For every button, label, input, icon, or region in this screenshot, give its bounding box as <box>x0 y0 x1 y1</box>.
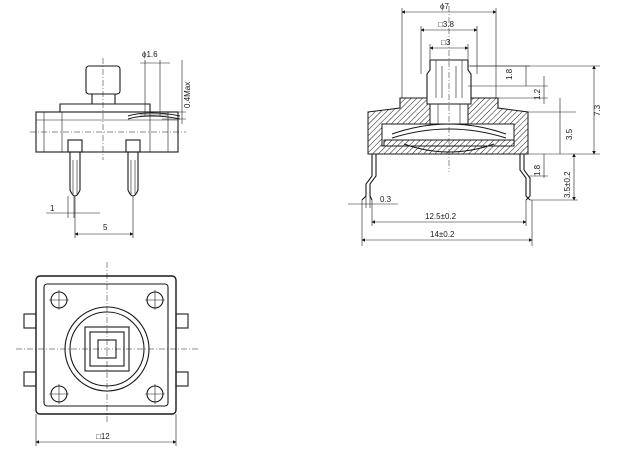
dim-pin-dia-label: ϕ1.6 <box>142 50 158 59</box>
dim-body-height-label: 3.5 <box>565 128 574 140</box>
dim-inner-width: 12.5±0.2 <box>371 200 527 226</box>
top-body <box>23 275 189 415</box>
dim-total-height: 7.3 <box>470 65 602 155</box>
dim-pin-dia: ϕ1.6 <box>140 50 170 116</box>
dim-max-offset-label: 0.4Max <box>183 82 192 108</box>
dim-lead-length: 3.5±0.2 <box>530 153 578 201</box>
dim-lead-height-label: 1.8 <box>533 164 542 176</box>
dim-cap-dia: ϕ7 <box>401 2 497 98</box>
dim-outer-width-label: 14±0.2 <box>430 230 455 239</box>
dim-lead-thickness: 0.3 <box>348 194 398 208</box>
dim-lead-thickness-label: 0.3 <box>380 195 392 204</box>
dim-square-outer-label: □3.8 <box>438 20 455 29</box>
dim-cap-dia-label: ϕ7 <box>440 2 449 11</box>
dim-top-size: □12 <box>35 414 177 446</box>
side-plunger <box>72 65 148 105</box>
dim-top-size-label: □12 <box>96 432 110 441</box>
top-corner-posts <box>49 290 165 404</box>
side-body <box>35 103 181 153</box>
section-housing <box>367 97 529 155</box>
dim-pin-spacing: 5 <box>74 196 134 238</box>
dim-square-inner-label: □3 <box>441 38 451 47</box>
dim-body-height: 3.5 <box>528 98 576 154</box>
section-view: ϕ7 □3.8 □3 1.8 1.2 <box>348 2 602 246</box>
dim-inner-width-label: 12.5±0.2 <box>425 212 457 221</box>
dim-pin-width-label: 1 <box>50 204 55 213</box>
dim-outer-width: 14±0.2 <box>361 200 533 246</box>
dim-max-offset: 0.4Max <box>162 60 192 124</box>
top-view: □12 <box>16 262 198 446</box>
dim-total-height-label: 7.3 <box>593 104 602 116</box>
dim-h-top-label: 1.8 <box>505 68 514 80</box>
dim-h-step: 1.2 <box>498 76 548 104</box>
side-view: ϕ1.6 0.4Max 1 5 <box>30 50 192 238</box>
side-pins <box>67 139 141 197</box>
dim-h-step-label: 1.2 <box>533 88 542 100</box>
dim-lead-height: 1.8 <box>528 154 548 178</box>
dim-pin-width: 1 <box>46 196 100 218</box>
dim-pin-spacing-label: 5 <box>103 223 108 232</box>
dim-lead-length-label: 3.5±0.2 <box>563 171 572 198</box>
section-leads <box>361 154 531 201</box>
dim-square-inner: □3 <box>429 38 469 60</box>
